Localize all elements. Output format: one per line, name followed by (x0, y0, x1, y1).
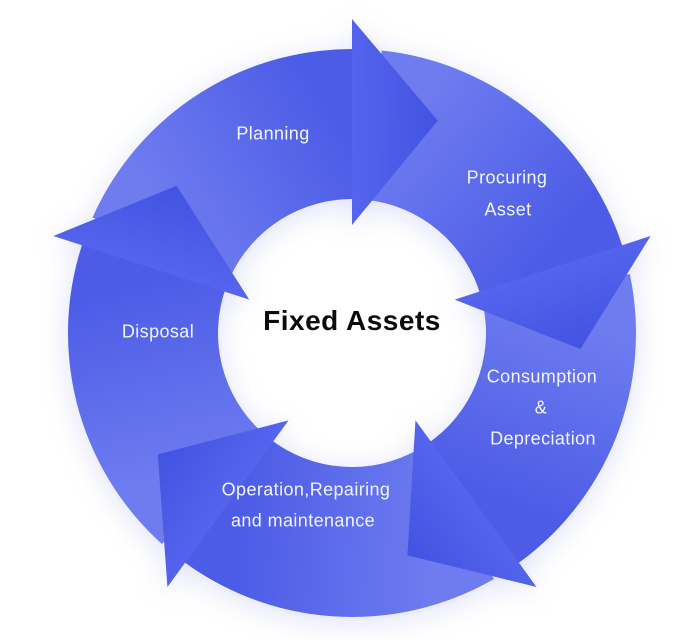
cycle-segment-procuring-asset-body (366, 50, 625, 297)
center-title: Fixed Assets (263, 305, 441, 336)
cycle-segment-planning-arrowhead (352, 19, 438, 225)
cycle-segment-procuring-asset-arrowhead (454, 235, 651, 349)
cycle-segment-operation-repairing-maintenance-arrowhead (157, 420, 289, 588)
cycle-segment-consumption-depreciation-arrowhead (407, 420, 537, 588)
cycle-segment-disposal-arrowhead (53, 185, 250, 300)
cycle-segment-consumption-depreciation-body (426, 273, 636, 569)
